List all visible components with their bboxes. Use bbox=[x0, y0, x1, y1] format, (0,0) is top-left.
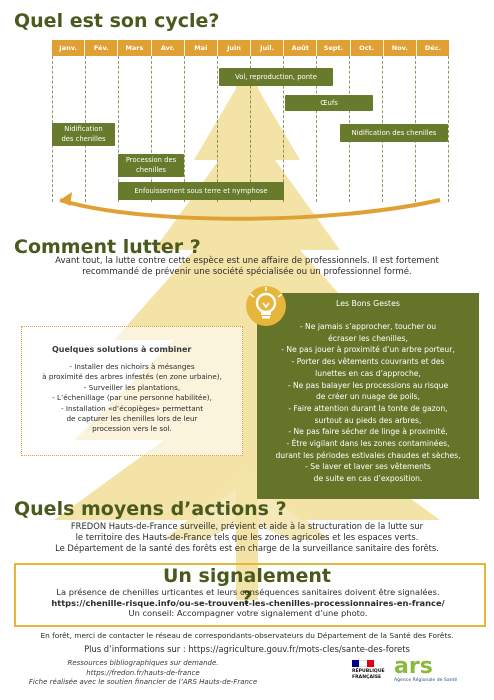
month-divider bbox=[316, 56, 317, 202]
month-divider bbox=[250, 56, 251, 202]
event-nidification-jan-feb: Nidification des chenilles bbox=[52, 123, 115, 146]
lutter-intro-line: recommandé de prévenir une société spéci… bbox=[82, 267, 412, 277]
moyens-line: Le Département de la santé des forêts es… bbox=[55, 543, 439, 553]
bon-geste-line: - Ne pas balayer les processions au risq… bbox=[287, 380, 449, 390]
month-divider bbox=[118, 56, 119, 202]
month-label: Juil. bbox=[251, 40, 285, 56]
month-label: Sept. bbox=[317, 40, 351, 56]
republique-line: RÉPUBLIQUE bbox=[352, 669, 385, 674]
bon-geste-line: durant les périodes estivales chaudes et… bbox=[275, 450, 461, 460]
signalement-line: Un conseil: Accompagner votre signalemen… bbox=[128, 608, 368, 619]
bon-geste-line: écraser les chenilles, bbox=[328, 333, 408, 343]
month-label: Août bbox=[284, 40, 318, 56]
month-label: Mai bbox=[185, 40, 218, 56]
lutter-title: Comment lutter ? bbox=[14, 236, 201, 258]
month-divider bbox=[184, 56, 185, 202]
more-info-text[interactable]: Plus d’informations sur : https://agricu… bbox=[84, 644, 410, 654]
forest-contact-text: En forêt, merci de contacter le réseau d… bbox=[40, 631, 454, 640]
event-oeufs: Œufs bbox=[285, 95, 373, 111]
event-line: Procession des bbox=[125, 156, 177, 164]
signalement-title: Un signalement ? bbox=[162, 565, 332, 609]
lutter-intro-line: Avant tout, la lutte contre cette espèce… bbox=[55, 256, 439, 266]
fiche-text: Fiche réalisée avec le soutien financier… bbox=[28, 678, 258, 686]
event-vol-reproduction-ponte: Vol, reproduction, ponte bbox=[219, 68, 333, 86]
bons-gestes-box: Les Bons Gestes - Ne jamais s’approcher,… bbox=[257, 293, 479, 499]
event-nidification-sep-dec: Nidification des chenilles bbox=[340, 124, 448, 142]
moyens-line: FREDON Hauts-de-France surveille, prévie… bbox=[70, 521, 424, 531]
cycle-title: Quel est son cycle? bbox=[14, 10, 220, 32]
solutions-box: Quelques solutions à combiner - Installe… bbox=[21, 326, 243, 456]
moyens-line: le territoire des Hauts-de-France tels q… bbox=[75, 532, 419, 542]
ars-logo: ars Agence Régionale de Santé bbox=[394, 656, 474, 696]
solution-line: - Surveiller les plantations, bbox=[83, 382, 181, 392]
republique-francaise-logo: RÉPUBLIQUE FRANÇAISE bbox=[352, 660, 388, 694]
month-divider bbox=[151, 56, 152, 202]
lutter-intro: Avant tout, la lutte contre cette espèce… bbox=[10, 256, 484, 278]
solutions-list: - Installer des nichoirs à mésanges à pr… bbox=[22, 362, 242, 435]
solution-line: - Installation «d’écopièges» permettant bbox=[60, 403, 204, 413]
solution-line: - L’échenillage (par une personne habili… bbox=[52, 393, 212, 403]
bon-geste-line: de créer un nuage de poils, bbox=[315, 392, 421, 402]
month-label: Oct. bbox=[351, 40, 384, 56]
month-label: Juin bbox=[218, 40, 252, 56]
month-label: Janv. bbox=[52, 40, 86, 56]
event-enfouissement: Enfouissement sous terre et nymphose bbox=[118, 182, 284, 200]
moyens-title: Quels moyens d’actions ? bbox=[14, 498, 287, 520]
month-label: Avr. bbox=[152, 40, 185, 56]
bon-geste-line: - Se laver et laver ses vêtements bbox=[305, 462, 431, 472]
signalement-text: La présence de chenilles urticantes et l… bbox=[16, 587, 480, 619]
signalement-line: La présence de chenilles urticantes et l… bbox=[56, 587, 440, 597]
solution-line: de capturer les chenilles lors de leur bbox=[66, 414, 198, 424]
flag-icon bbox=[352, 660, 374, 667]
republique-line: FRANÇAISE bbox=[352, 674, 382, 680]
month-bar: Janv. Fév. Mars Avr. Mai Juin Juil. Août… bbox=[52, 40, 449, 56]
bons-gestes-list: - Ne jamais s’approcher, toucher ou écra… bbox=[257, 321, 479, 485]
bon-geste-line: - Ne pas faire sécher de linge à proximi… bbox=[288, 427, 448, 437]
fredon-url[interactable]: https://fredon.fr/hauts-de-france bbox=[86, 668, 200, 677]
event-line: Nidification bbox=[64, 125, 103, 133]
footer-credits: Ressources bibliographiques sur demande.… bbox=[28, 659, 258, 688]
month-label: Déc. bbox=[424, 44, 442, 52]
bon-geste-line: lunettes en cas d’approche, bbox=[315, 368, 421, 378]
month-divider bbox=[448, 56, 449, 202]
lightbulb-icon bbox=[246, 286, 286, 326]
month-label: Mars bbox=[118, 40, 152, 56]
month-label: Nov. bbox=[384, 40, 417, 56]
month-divider bbox=[217, 56, 218, 202]
bon-geste-line: - Être vigilant dans les zones contaminé… bbox=[286, 439, 450, 449]
month-divider bbox=[283, 56, 284, 202]
bon-geste-line: - Ne pas jouer à proximité d’un arbre po… bbox=[281, 345, 455, 355]
event-line: chenilles bbox=[136, 166, 166, 174]
ars-subtitle: Agence Régionale de Santé bbox=[394, 678, 458, 683]
signalement-link[interactable]: https://chenille-risque.info/ou-se-trouv… bbox=[51, 597, 445, 608]
solution-line: à proximité des arbres infestés (en zone… bbox=[42, 372, 222, 382]
solution-line: procession vers le sol. bbox=[92, 424, 172, 434]
ars-wordmark: ars bbox=[394, 654, 433, 679]
bon-geste-line: surtout au pieds des arbres, bbox=[314, 415, 422, 425]
bon-geste-line: - Porter des vêtements couvrants et des bbox=[291, 357, 445, 367]
bons-gestes-title: Les Bons Gestes bbox=[336, 299, 400, 308]
signalement-box bbox=[14, 563, 486, 627]
event-line: des chenilles bbox=[61, 135, 106, 143]
solution-line: - Installer des nichoirs à mésanges bbox=[69, 362, 195, 371]
bon-geste-line: - Ne jamais s’approcher, toucher ou bbox=[299, 322, 437, 331]
event-procession: Procession des chenilles bbox=[118, 154, 184, 177]
bon-geste-line: de suite en cas d’exposition. bbox=[313, 474, 423, 484]
moyens-text: FREDON Hauts-de-France surveille, prévie… bbox=[10, 521, 484, 554]
ressources-text: Ressources bibliographiques sur demande. bbox=[67, 659, 219, 667]
solutions-title: Quelques solutions à combiner bbox=[52, 345, 192, 354]
month-label: Fév. bbox=[85, 40, 119, 56]
bon-geste-line: - Faire attention durant la tonte de gaz… bbox=[288, 403, 448, 413]
